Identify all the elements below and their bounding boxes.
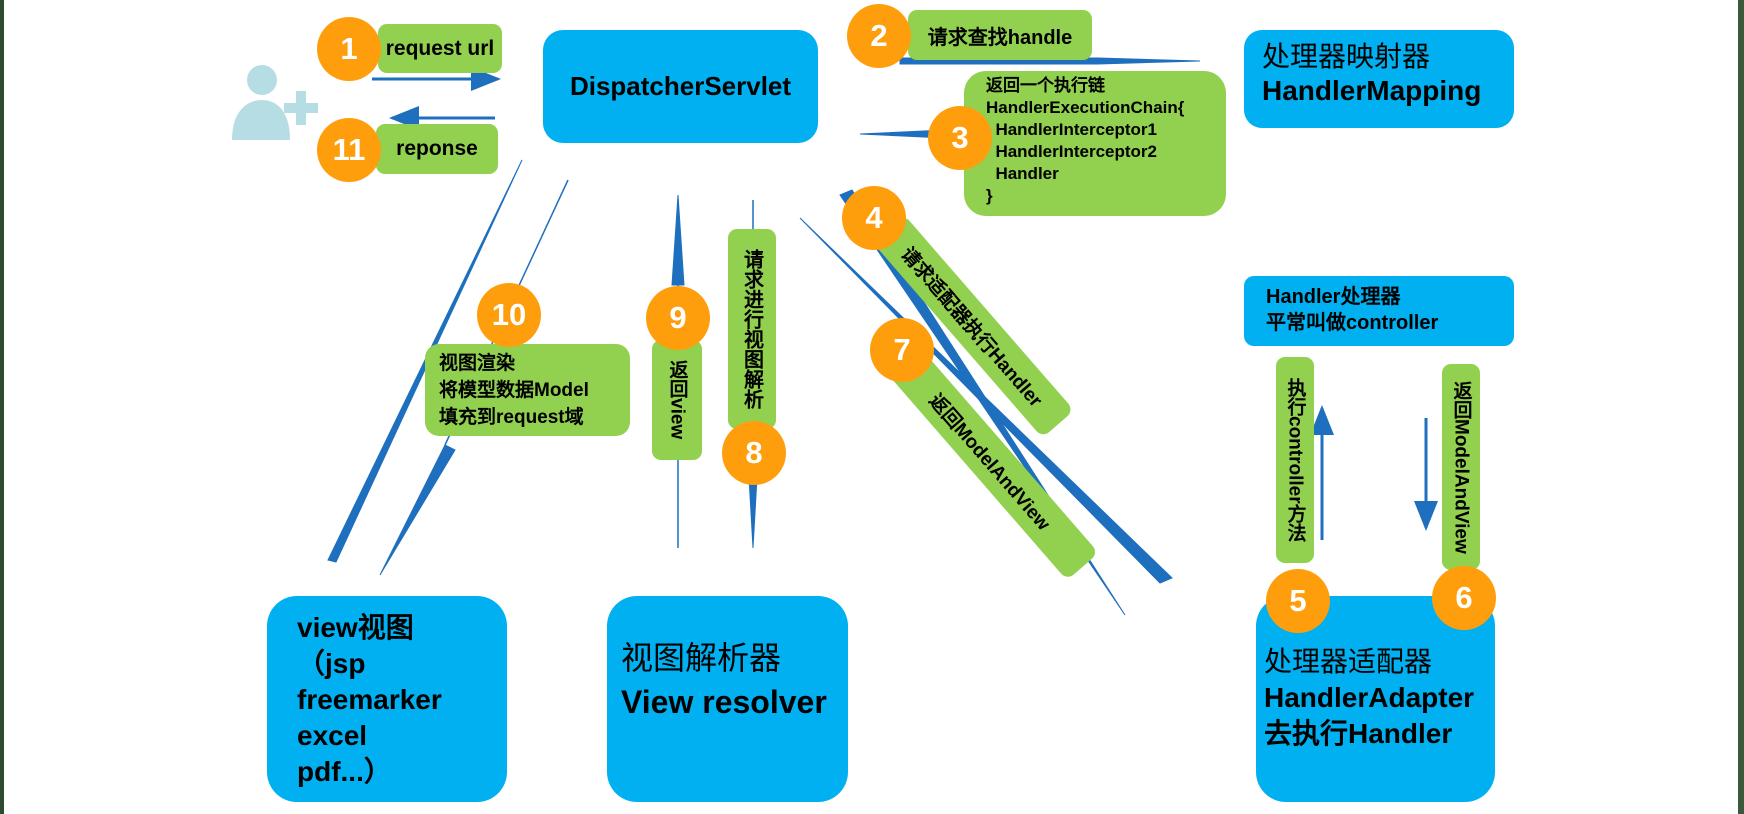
arrow-9 bbox=[671, 194, 685, 286]
step-8-badge: 8 bbox=[722, 421, 786, 485]
step-4-badge: 4 bbox=[842, 186, 906, 250]
step-7-badge: 7 bbox=[870, 318, 934, 382]
view-node: view视图 （jsp freemarker excel pdf...） bbox=[267, 596, 507, 802]
request-view-resolve-label: 请求进行视图解析 bbox=[728, 229, 776, 429]
response-label: reponse bbox=[376, 124, 498, 174]
step-5-badge: 5 bbox=[1266, 569, 1330, 633]
return-view-label: 返回view bbox=[652, 340, 702, 460]
dispatcher-servlet-node: DispatcherServlet bbox=[543, 30, 818, 143]
left-edge bbox=[0, 0, 4, 814]
add-user-icon bbox=[232, 65, 318, 140]
request-url-label: request url bbox=[378, 24, 502, 73]
arrow-10-b bbox=[379, 444, 456, 576]
find-handle-label: 请求查找handle bbox=[908, 10, 1092, 60]
handler-mapping-node: 处理器映射器 HandlerMapping bbox=[1244, 30, 1514, 128]
step-1-badge: 1 bbox=[317, 17, 381, 81]
right-edge bbox=[1738, 0, 1744, 814]
step-11-badge: 11 bbox=[317, 118, 381, 182]
execution-chain-label: 返回一个执行链 HandlerExecutionChain{ HandlerIn… bbox=[964, 71, 1226, 216]
exec-controller-label: 执行controller方法 bbox=[1276, 357, 1314, 563]
step-10-badge: 10 bbox=[477, 283, 541, 347]
view-render-label: 视图渲染 将模型数据Model 填充到request域 bbox=[425, 344, 630, 436]
handler-node: Handler处理器 平常叫做controller bbox=[1244, 276, 1514, 346]
step-2-badge: 2 bbox=[847, 4, 911, 68]
step-3-badge: 3 bbox=[928, 106, 992, 170]
step-6-badge: 6 bbox=[1432, 566, 1496, 630]
view-resolver-node: 视图解析器 View resolver bbox=[607, 596, 848, 802]
step-9-badge: 9 bbox=[646, 286, 710, 350]
return-modelandview-handler-label: 返回ModelAndView bbox=[1442, 364, 1480, 570]
